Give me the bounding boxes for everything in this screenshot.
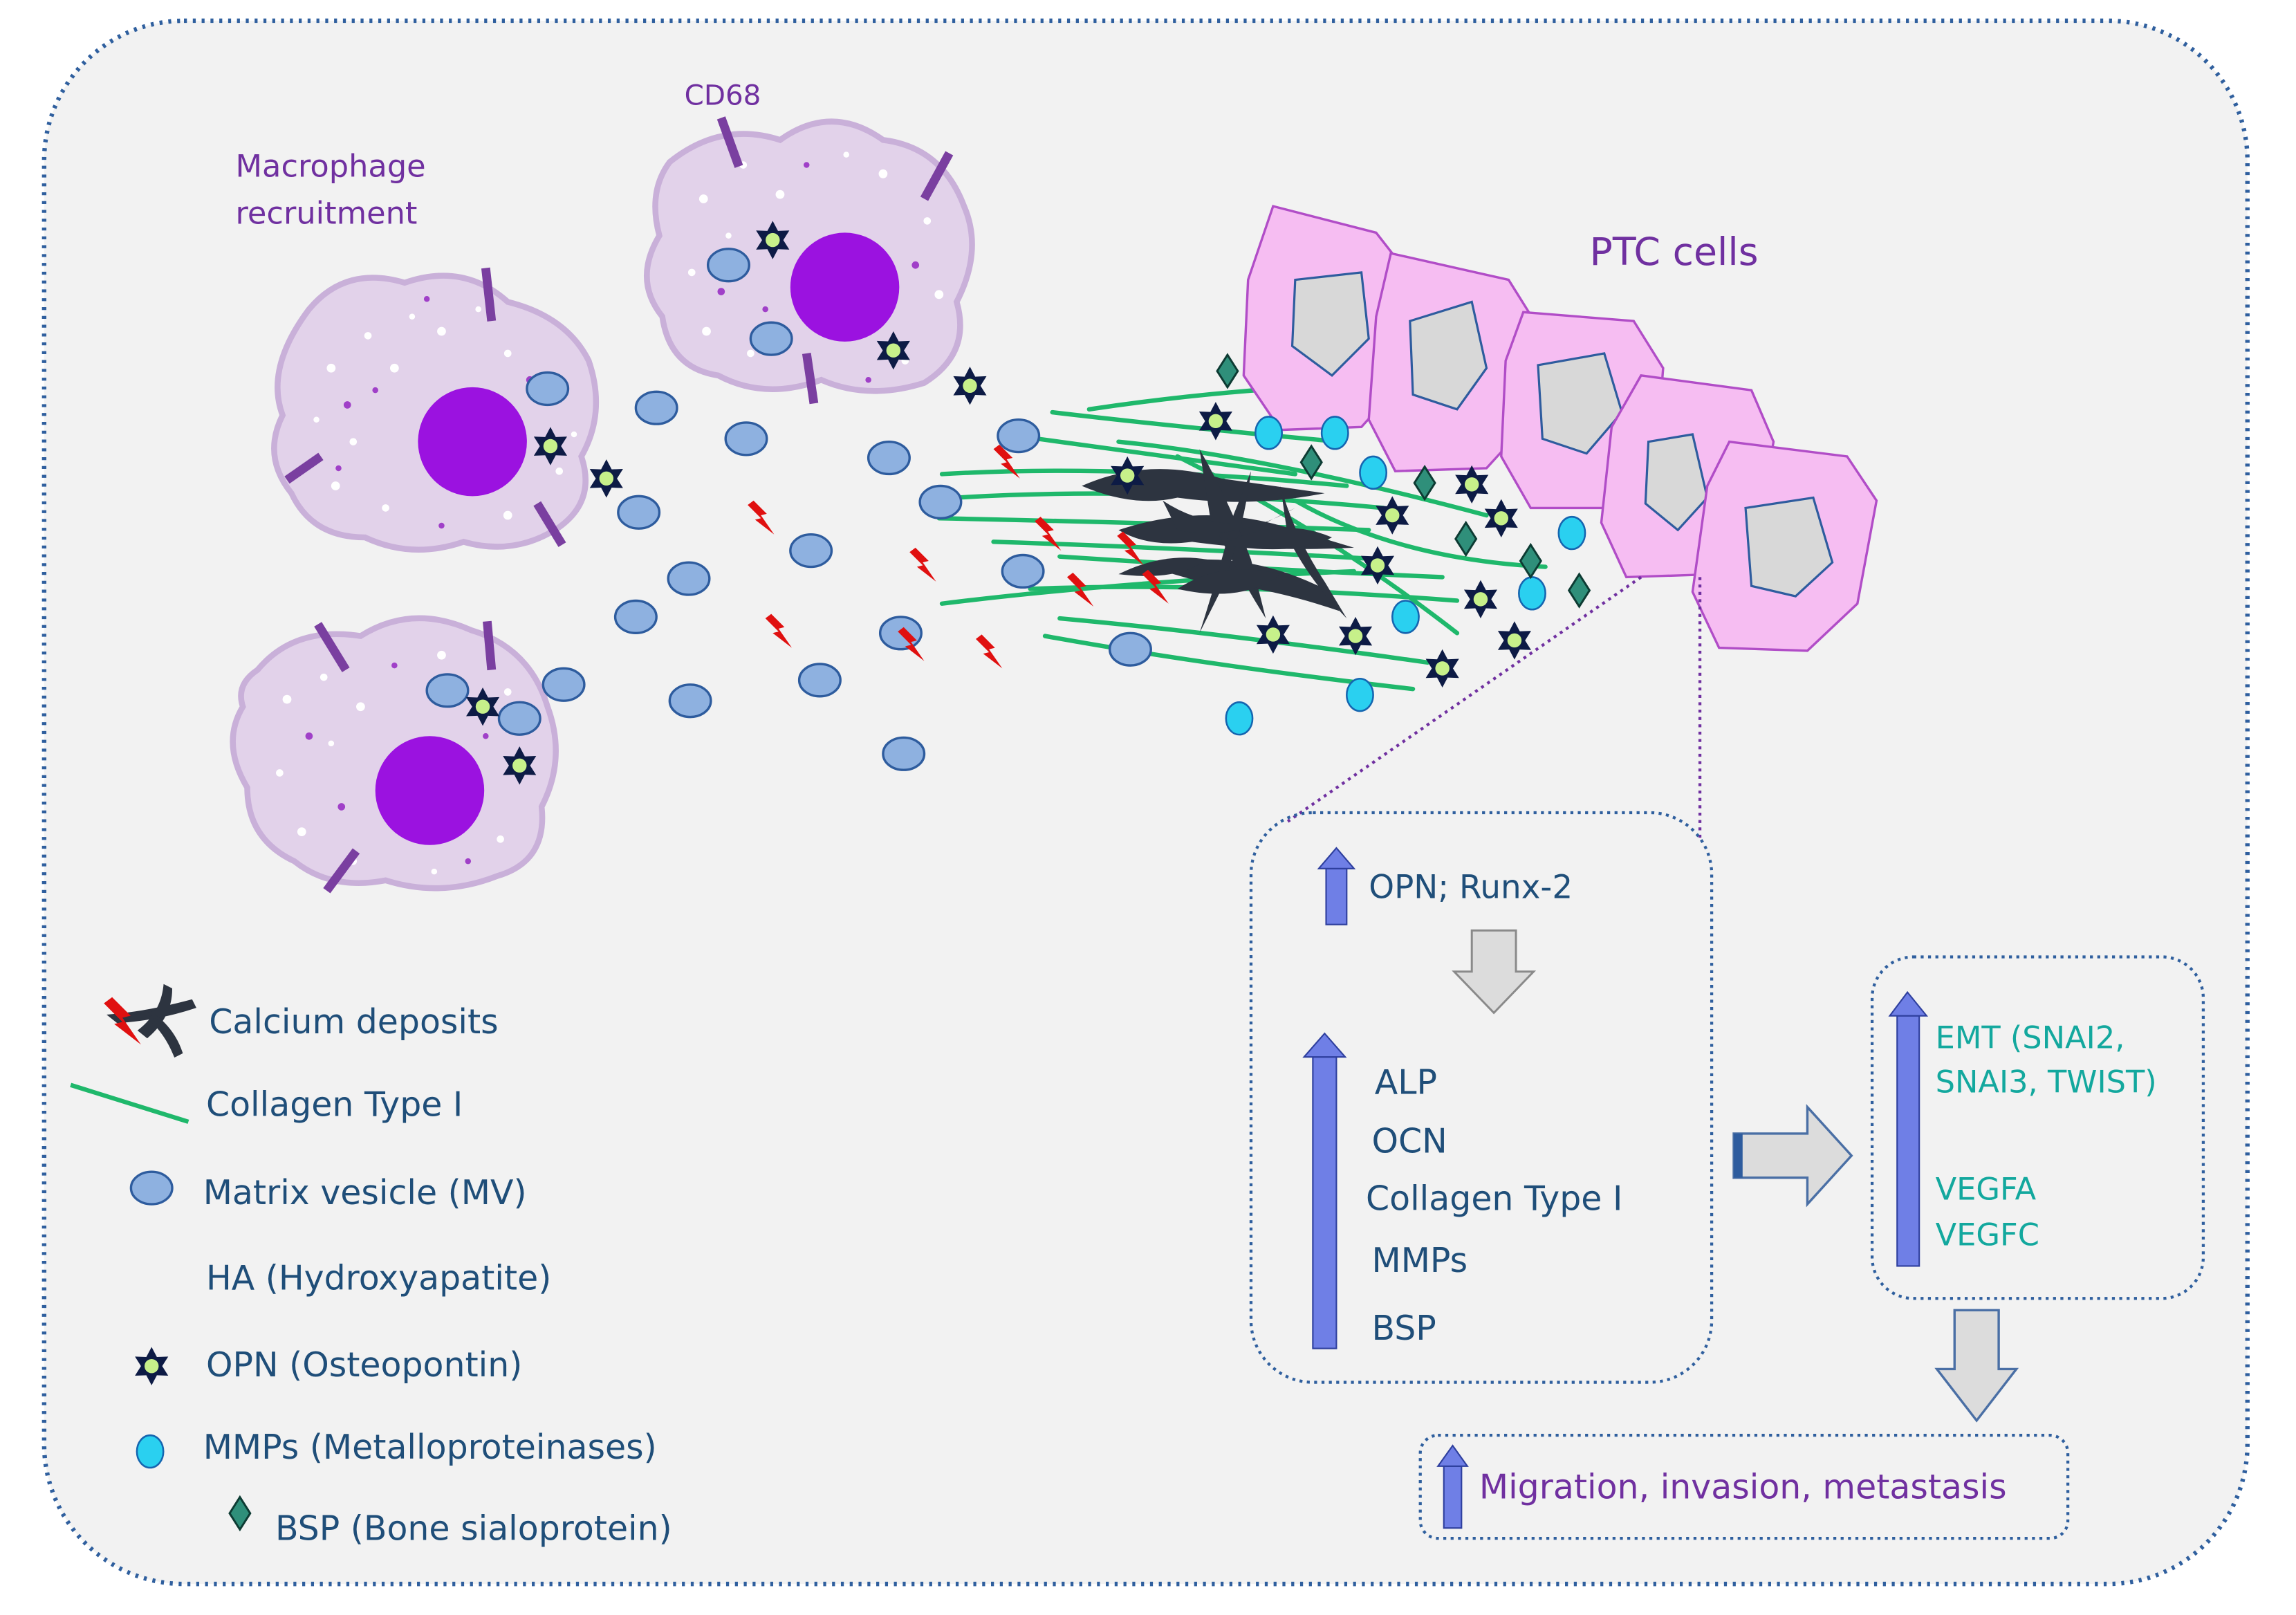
legend-label: Collagen Type I	[206, 1085, 463, 1124]
outcome-label: Migration, invasion, metastasis	[1479, 1468, 2007, 1507]
ptc-cell	[1367, 252, 1539, 472]
legend: Calcium deposits Collagen Type I Matrix …	[70, 984, 672, 1548]
calcium-deposit-icon	[107, 984, 196, 1058]
up-arrow-icon	[1302, 1032, 1347, 1058]
collagen-line-icon	[70, 1082, 189, 1124]
up-arrow-icon	[1888, 990, 1929, 1017]
macrophage-nucleus	[418, 387, 527, 497]
matrix-vesicle-icon	[129, 1170, 174, 1206]
legend-label: OPN (Osteopontin)	[206, 1345, 522, 1385]
ptc-cells	[1242, 205, 1878, 652]
macrophage-recruitment-label: Macrophage	[236, 149, 426, 185]
up-arrow-icon	[1325, 867, 1348, 925]
calcium-deposits	[1082, 449, 1354, 634]
macrophage-left	[271, 273, 600, 553]
vegfa-label: VEGFA	[1936, 1172, 2037, 1208]
right-arrow-icon	[1732, 1104, 1853, 1208]
down-arrow-icon	[1452, 929, 1537, 1015]
macrophage-top	[644, 118, 975, 394]
legend-label: BSP (Bone sialoprotein)	[275, 1508, 672, 1548]
up-arrow-icon	[1896, 1015, 1920, 1267]
emt-box: EMT (SNAI2, SNAI3, TWIST) VEGFA VEGFC	[1870, 955, 2205, 1300]
outcome-box: Migration, invasion, metastasis	[1418, 1434, 2070, 1540]
ptc-cells-label: PTC cells	[1589, 230, 1758, 275]
legend-label: HA (Hydroxyapatite)	[206, 1258, 551, 1298]
down-arrow-icon	[1934, 1309, 2019, 1423]
marker-label: BSP	[1371, 1309, 1436, 1348]
up-arrow-icon	[1443, 1465, 1463, 1529]
marker-label: ALP	[1375, 1062, 1437, 1102]
marker-label: OCN	[1371, 1122, 1447, 1161]
macrophage-nucleus	[790, 232, 900, 342]
up-arrow-icon	[1312, 1056, 1337, 1349]
up-arrow-icon	[1317, 847, 1356, 869]
emt-label: EMT (SNAI2,	[1936, 1019, 2125, 1055]
zoom-lines	[1286, 575, 1702, 840]
up-arrow-icon	[1436, 1444, 1469, 1467]
vegfc-label: VEGFC	[1936, 1217, 2039, 1253]
ptc-cell	[1691, 440, 1878, 652]
upregulation-box: OPN; Runx-2 ALP OCN Collagen Type I MMPs…	[1249, 811, 1714, 1384]
ptc-cell	[1242, 205, 1414, 432]
marker-label: MMPs	[1371, 1241, 1468, 1280]
legend-label: Matrix vesicle (MV)	[203, 1173, 527, 1212]
macrophage-nucleus	[375, 736, 485, 845]
mmp-icon	[136, 1434, 165, 1469]
macrophage-bottom	[230, 615, 559, 892]
cd68-markers	[284, 116, 954, 894]
legend-label: MMPs (Metalloproteinases)	[203, 1428, 657, 1467]
opn-runx2-label: OPN; Runx-2	[1369, 869, 1573, 906]
marker-label: Collagen Type I	[1366, 1179, 1622, 1219]
legend-label: Calcium deposits	[209, 1002, 498, 1042]
cd68-label: CD68	[685, 78, 761, 111]
macrophage-recruitment-label: recruitment	[236, 196, 418, 232]
emt-label: SNAI3, TWIST)	[1936, 1064, 2157, 1100]
